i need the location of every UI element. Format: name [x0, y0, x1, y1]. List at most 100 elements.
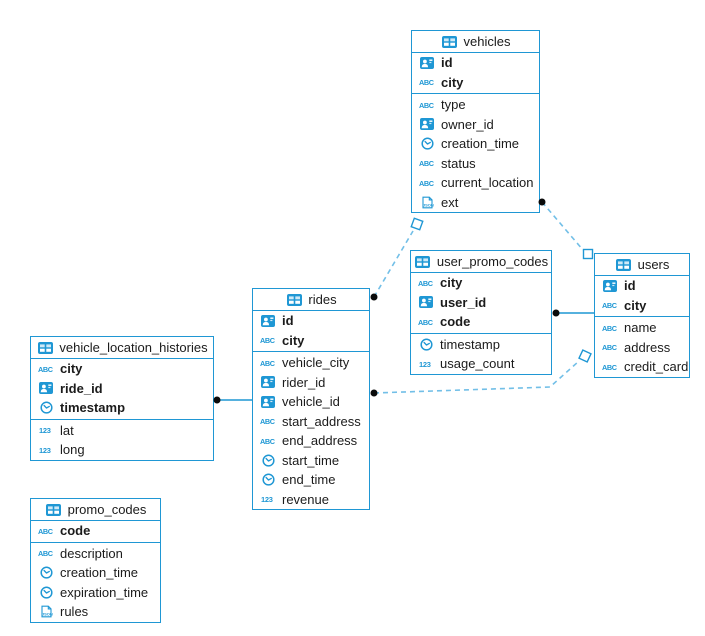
column-name: id: [282, 313, 294, 329]
column-start_time[interactable]: start_time: [253, 451, 369, 471]
type-string-icon: ABC: [601, 323, 619, 333]
column-end_address[interactable]: ABC end_address: [253, 431, 369, 451]
relationship-child-dot: [552, 309, 560, 317]
type-timestamp-icon: [418, 137, 436, 150]
table-header[interactable]: users: [595, 254, 689, 276]
column-name: credit_card: [624, 359, 689, 375]
svg-text:ABC: ABC: [260, 417, 276, 426]
column-user_id[interactable]: user_id: [411, 293, 551, 313]
column-name: end_address: [282, 433, 358, 449]
type-number-icon: 123: [259, 494, 277, 504]
type-uuid-icon: [418, 56, 436, 69]
relationship-vehicle_location_histories-rides[interactable]: [213, 396, 253, 404]
svg-text:ABC: ABC: [260, 336, 276, 345]
svg-text:ABC: ABC: [260, 437, 276, 446]
column-vehicle_id[interactable]: vehicle_id: [253, 392, 369, 412]
type-string-icon: ABC: [601, 342, 619, 352]
table-header[interactable]: rides: [253, 289, 369, 311]
column-ride_id[interactable]: ride_id: [31, 379, 213, 399]
type-uuid-icon: [259, 395, 277, 408]
table-icon: [36, 341, 54, 354]
column-id[interactable]: id: [412, 53, 539, 73]
type-string-icon: ABC: [37, 548, 55, 558]
column-name: expiration_time: [60, 584, 149, 600]
column-name: creation_time: [60, 565, 139, 581]
svg-text:123: 123: [39, 426, 51, 435]
column-id[interactable]: id: [595, 276, 689, 296]
column-name: id: [624, 278, 636, 294]
svg-text:ABC: ABC: [38, 549, 54, 558]
column-name: code: [60, 523, 91, 539]
svg-text:123: 123: [419, 360, 431, 369]
table-header[interactable]: promo_codes: [31, 499, 160, 521]
relationship-child-dot: [370, 389, 378, 397]
column-name: type: [441, 97, 466, 113]
relationship-parent-marker: [582, 248, 594, 260]
type-timestamp-icon: [417, 338, 435, 351]
relationship-user_promo_codes-users[interactable]: [552, 309, 595, 317]
svg-text:ABC: ABC: [602, 343, 618, 352]
column-name: rider_id: [282, 374, 326, 390]
column-name: city: [441, 74, 464, 90]
column-name: creation_time: [441, 136, 520, 152]
svg-text:JSON: JSON: [41, 612, 52, 617]
column-name: id: [441, 55, 453, 71]
column-name: status: [441, 155, 476, 171]
column-name: start_address: [282, 413, 361, 429]
table-header[interactable]: vehicle_location_histories: [31, 337, 213, 359]
svg-text:ABC: ABC: [419, 159, 435, 168]
column-credit_card[interactable]: ABC credit_card: [595, 357, 689, 377]
svg-text:ABC: ABC: [602, 324, 618, 333]
column-creation_time[interactable]: creation_time: [412, 134, 539, 154]
type-string-icon: ABC: [601, 362, 619, 372]
column-name: owner_id: [441, 116, 494, 132]
table-header[interactable]: vehicles: [412, 31, 539, 53]
column-status[interactable]: ABC status: [412, 154, 539, 174]
table-title: rides: [308, 292, 337, 307]
type-uuid-icon: [37, 382, 55, 395]
column-start_address[interactable]: ABC start_address: [253, 412, 369, 432]
column-expiration_time[interactable]: expiration_time: [31, 583, 160, 603]
column-owner_id[interactable]: owner_id: [412, 115, 539, 135]
column-name: ext: [441, 194, 459, 210]
column-end_time[interactable]: end_time: [253, 470, 369, 490]
type-string-icon: ABC: [417, 317, 435, 327]
type-uuid-icon: [418, 118, 436, 131]
type-string-icon: ABC: [259, 358, 277, 368]
svg-text:ABC: ABC: [38, 365, 54, 374]
column-timestamp[interactable]: timestamp: [411, 335, 551, 355]
column-timestamp[interactable]: timestamp: [31, 398, 213, 418]
column-id[interactable]: id: [253, 311, 369, 331]
table-header[interactable]: user_promo_codes: [411, 251, 551, 273]
column-rider_id[interactable]: rider_id: [253, 373, 369, 393]
column-creation_time[interactable]: creation_time: [31, 563, 160, 583]
column-name: timestamp: [60, 400, 126, 416]
type-string-icon: ABC: [418, 178, 436, 188]
